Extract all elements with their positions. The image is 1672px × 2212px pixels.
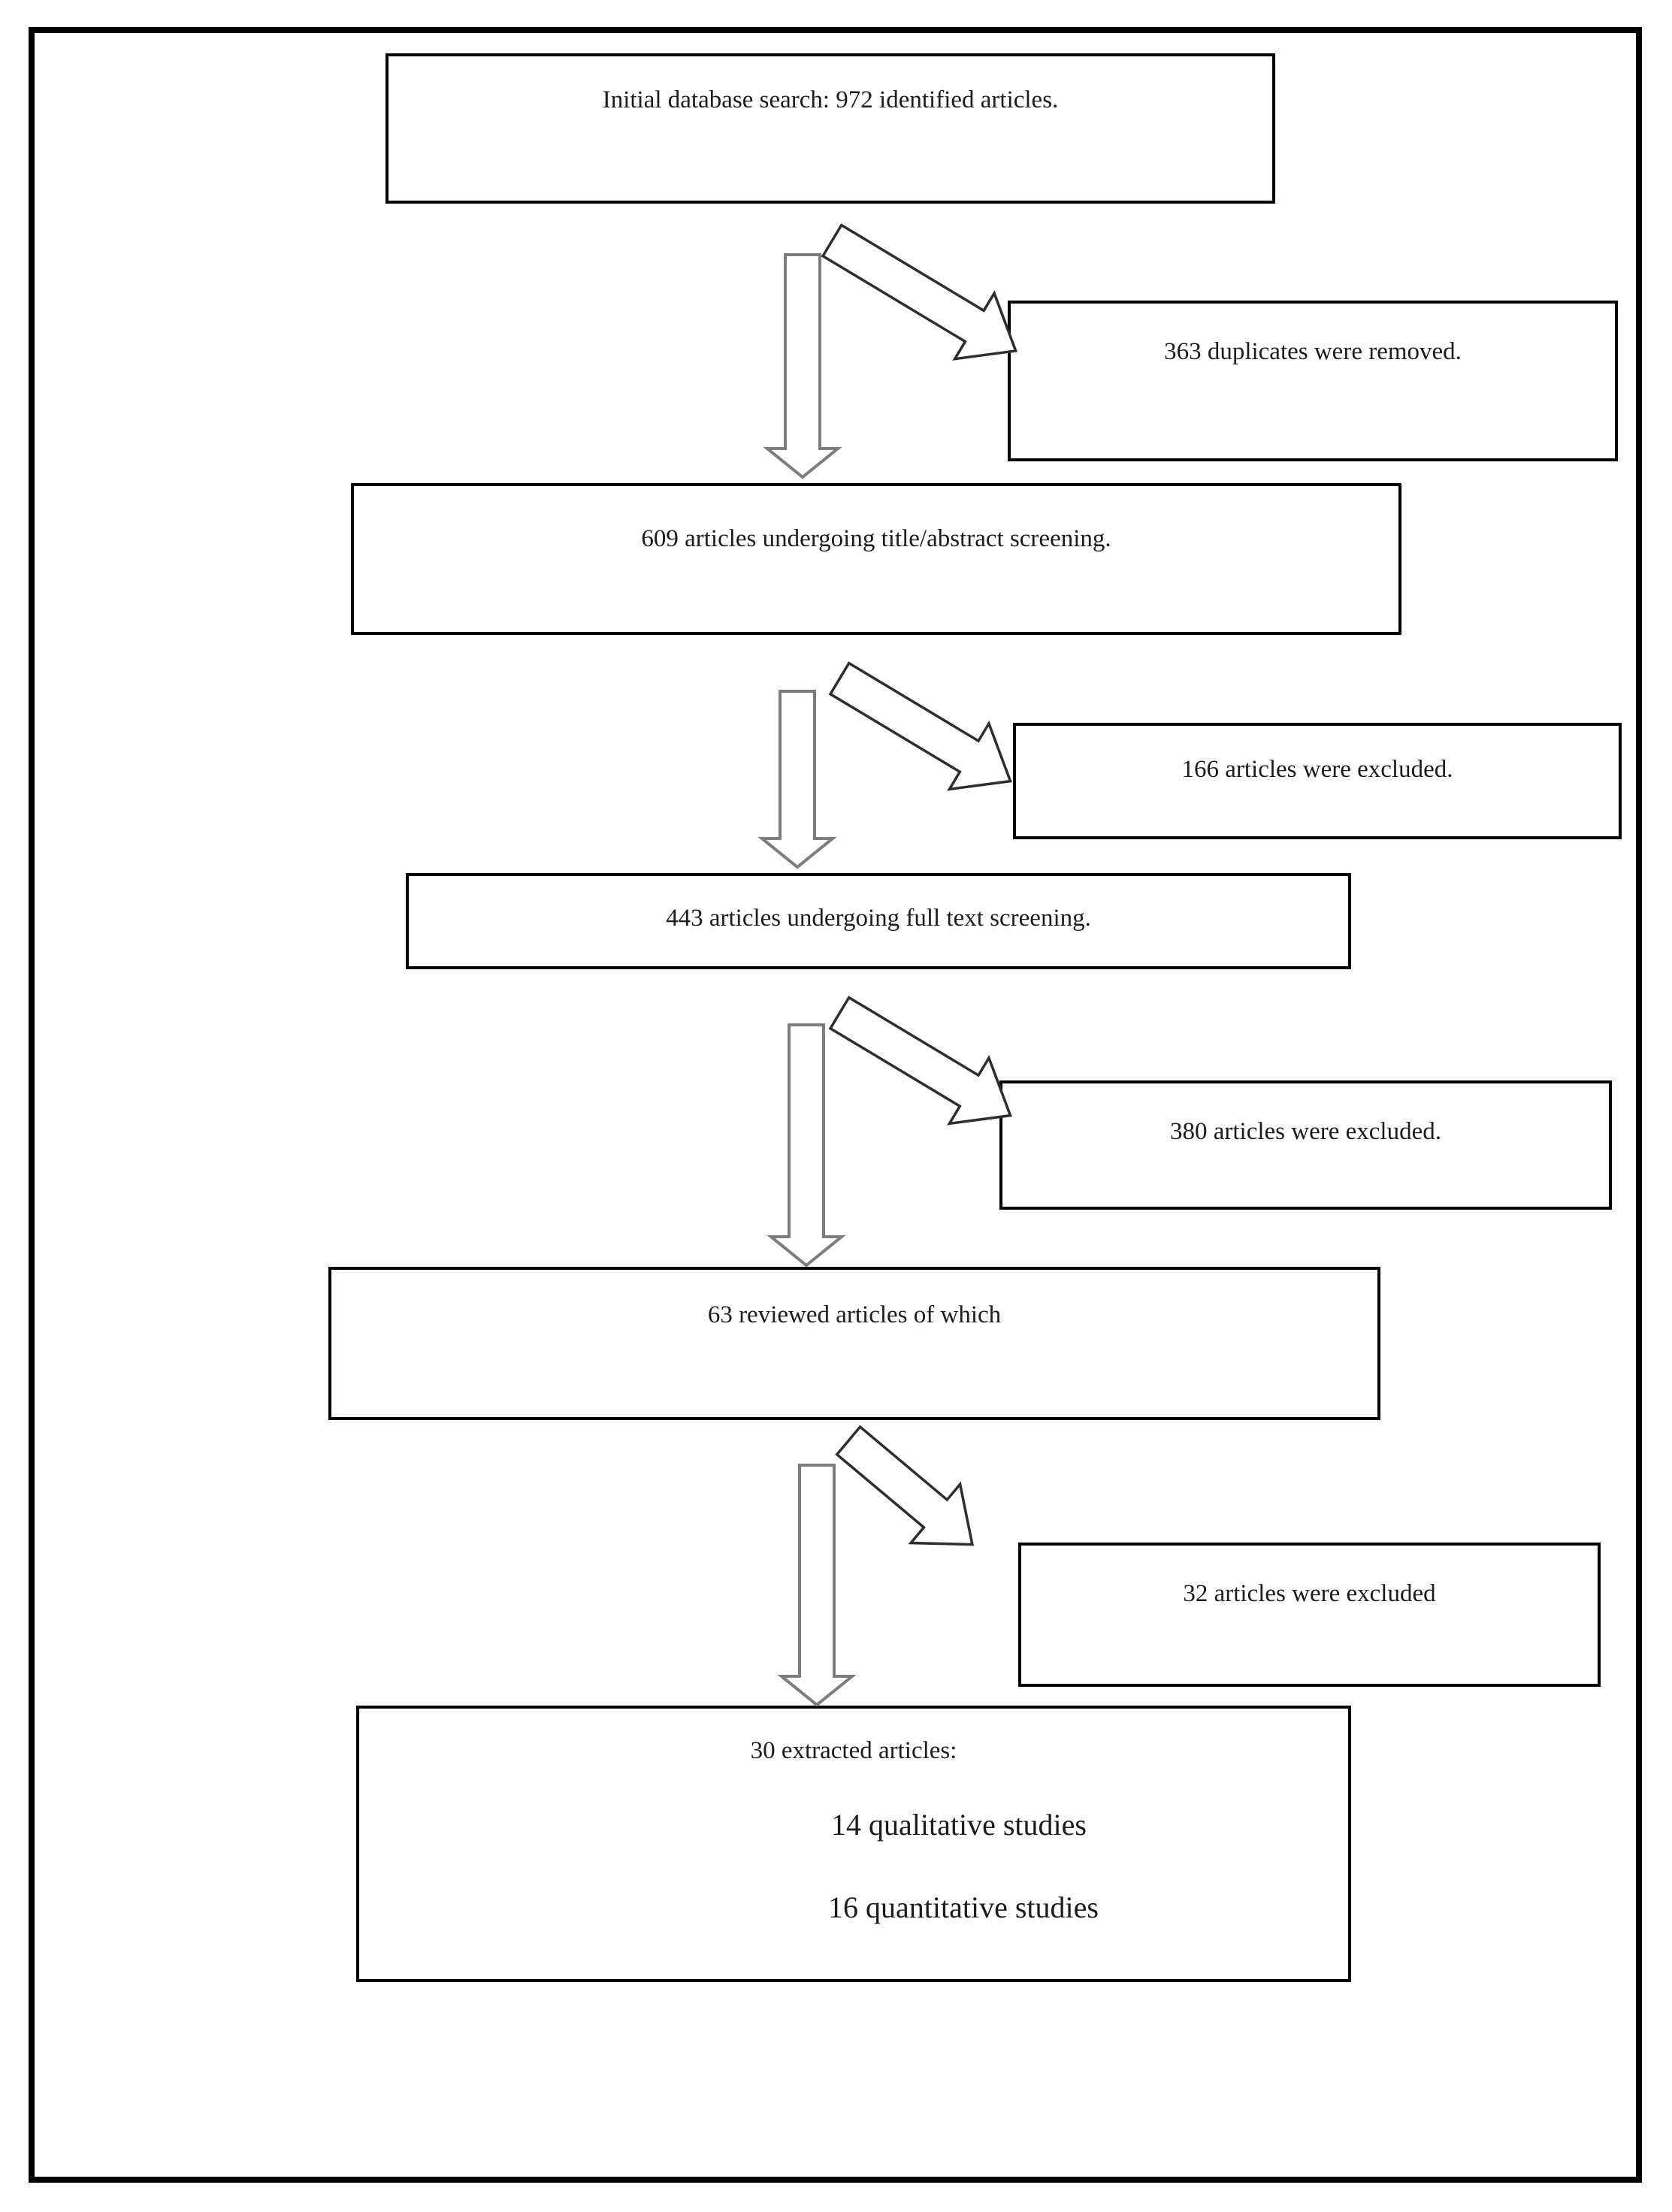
flow-box-label: 609 articles undergoing title/abstract s… [641, 525, 1111, 552]
flow-box-title-abstract-screening: 609 articles undergoing title/abstract s… [351, 483, 1401, 635]
diagonal-block-arrow-3 [828, 996, 1012, 1126]
down-block-arrow-1 [763, 253, 842, 479]
flow-box-initial-search: Initial database search: 972 identified … [385, 53, 1275, 204]
flow-box-full-text-screening: 443 articles undergoing full text screen… [406, 873, 1351, 969]
down-block-arrow-4 [777, 1464, 857, 1707]
diagonal-block-arrow-2 [828, 661, 1012, 791]
flow-box-label: 380 articles were excluded. [1169, 1118, 1441, 1145]
flow-box-label: 32 articles were excluded [1183, 1580, 1436, 1607]
flow-box-label: 16 quantitative studies [828, 1890, 1099, 1924]
diagonal-block-arrow-4 [835, 1425, 975, 1546]
flow-box-excluded-full-text: 380 articles were excluded. [999, 1080, 1612, 1210]
down-block-arrow-3 [766, 1023, 846, 1268]
flow-box-excluded-title-abstract: 166 articles were excluded. [1013, 723, 1622, 839]
flow-box-excluded-review: 32 articles were excluded [1018, 1543, 1601, 1687]
flow-box-extracted-articles: 30 extracted articles: 14 qualitative st… [356, 1706, 1351, 1982]
flow-box-label: 443 articles undergoing full text screen… [666, 905, 1091, 932]
diagonal-block-arrow-1 [821, 223, 1018, 361]
flow-box-label: 14 qualitative studies [831, 1807, 1087, 1842]
flow-box-label: 30 extracted articles: [750, 1737, 957, 1764]
flow-box-reviewed-articles: 63 reviewed articles of which [328, 1267, 1380, 1420]
flow-box-label: 166 articles were excluded. [1181, 756, 1453, 783]
flow-box-duplicates-removed: 363 duplicates were removed. [1008, 301, 1618, 461]
down-block-arrow-2 [757, 690, 837, 869]
flow-box-label: Initial database search: 972 identified … [602, 86, 1059, 113]
flow-box-label: 63 reviewed articles of which [707, 1301, 1002, 1328]
flow-box-label: 363 duplicates were removed. [1164, 338, 1462, 365]
